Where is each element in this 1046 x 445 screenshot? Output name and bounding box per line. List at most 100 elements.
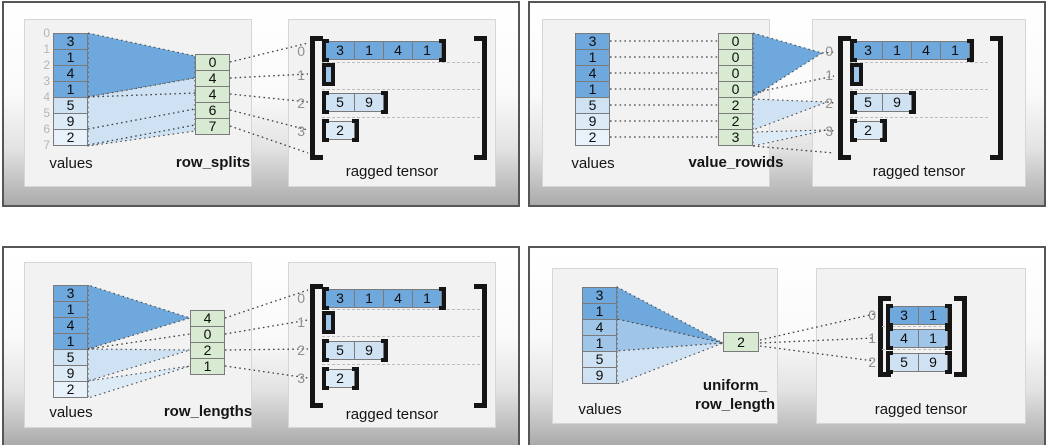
values-column: 3 1 4 1 5 9 2 xyxy=(575,33,610,146)
tensor-cell: 2 xyxy=(853,121,883,140)
value-rowids-column: 0 0 0 0 2 2 3 xyxy=(718,33,753,146)
row-index-label: 3 xyxy=(297,370,305,386)
bracket-right-icon xyxy=(352,367,359,390)
value-cell: 5 xyxy=(575,97,610,114)
row-separator xyxy=(850,89,988,90)
tensor-label: ragged tensor xyxy=(345,163,439,180)
method-cell: 0 xyxy=(718,65,753,82)
value-index-label: 6 xyxy=(43,122,50,136)
row-index-label: 3 xyxy=(825,123,833,139)
method-cell: 2 xyxy=(718,113,753,130)
bracket-left-icon xyxy=(322,39,329,62)
bracket-right-icon xyxy=(439,39,446,62)
row-index-label: 1 xyxy=(825,67,833,83)
tensor-row: 5 9 xyxy=(886,351,952,374)
tensor-row: 2 xyxy=(322,367,359,390)
value-cell: 1 xyxy=(582,335,617,352)
tensor-cell: 5 xyxy=(325,93,355,112)
tensor-row-empty xyxy=(322,311,335,334)
value-cell: 2 xyxy=(53,381,88,398)
row-index-label: 0 xyxy=(297,290,305,306)
bracket-left-icon xyxy=(322,287,329,310)
value-cell: 9 xyxy=(575,113,610,130)
tensor-cell: 4 xyxy=(383,289,413,308)
bracket-left-icon xyxy=(850,119,857,142)
quadrant-row-lengths: 3 1 4 1 5 9 2 4 0 2 1 values row_lengths… xyxy=(2,246,520,445)
method-label: row_splits xyxy=(175,154,251,171)
tensor-cell: 9 xyxy=(882,93,912,112)
tensor-cell: 1 xyxy=(354,289,384,308)
value-cell: 4 xyxy=(53,317,88,334)
row-separator xyxy=(322,62,480,63)
value-cell: 1 xyxy=(53,81,88,98)
tensor-cell: 9 xyxy=(918,353,948,372)
row-index-label: 0 xyxy=(868,307,876,323)
method-label: row_lengths xyxy=(163,403,253,420)
bracket-left-icon xyxy=(838,36,851,160)
method-cell: 0 xyxy=(195,54,230,71)
tensor-cell: 5 xyxy=(325,341,355,360)
value-cell: 3 xyxy=(53,33,88,50)
tensor-cell: 2 xyxy=(325,369,355,388)
tensor-row: 5 9 xyxy=(850,91,916,114)
tensor-cell: 1 xyxy=(882,41,912,60)
tensor-cell: 1 xyxy=(918,306,948,325)
row-index-label: 2 xyxy=(825,95,833,111)
tensor-row: 4 1 xyxy=(886,327,952,350)
values-label: values xyxy=(571,155,615,172)
value-cell: 9 xyxy=(53,113,88,130)
bracket-right-icon xyxy=(990,36,1003,160)
method-cell: 3 xyxy=(718,129,753,146)
row-separator xyxy=(322,336,480,337)
bracket-right-icon xyxy=(909,91,916,114)
bracket-left-icon xyxy=(310,36,323,160)
method-cell: 4 xyxy=(195,70,230,87)
quadrant-row-splits: 0 1 2 3 4 5 6 7 3 1 4 1 5 9 2 0 4 4 6 7 … xyxy=(2,1,520,207)
value-cell: 1 xyxy=(575,81,610,98)
value-cell: 9 xyxy=(582,367,617,384)
bracket-left-icon xyxy=(322,119,329,142)
values-column: 3 1 4 1 5 9 2 xyxy=(53,33,88,146)
tensor-cell: 1 xyxy=(940,41,970,60)
method-cell: 0 xyxy=(718,33,753,50)
value-index-label: 3 xyxy=(43,74,50,88)
bracket-left-icon xyxy=(850,91,857,114)
tensor-cell: 3 xyxy=(853,41,883,60)
bracket-left-icon xyxy=(850,39,857,62)
tensor-cell: 1 xyxy=(412,289,442,308)
value-cell: 3 xyxy=(53,285,88,302)
bracket-right-icon xyxy=(945,304,952,327)
tensor-cell: 5 xyxy=(853,93,883,112)
value-cell: 5 xyxy=(53,349,88,366)
value-cell: 3 xyxy=(582,287,617,304)
value-cell: 4 xyxy=(582,319,617,336)
tensor-cell: 1 xyxy=(412,41,442,60)
method-cell: 4 xyxy=(195,86,230,103)
bracket-right-icon xyxy=(328,63,335,86)
tensor-cell: 9 xyxy=(354,341,384,360)
uniform-row-length-cell: 2 xyxy=(723,332,759,352)
tensor-cell: 9 xyxy=(354,93,384,112)
row-index-label: 1 xyxy=(868,330,876,346)
row-lengths-column: 4 0 2 1 xyxy=(190,310,225,375)
values-label: values xyxy=(49,404,93,421)
method-cell: 0 xyxy=(718,49,753,66)
method-cell: 4 xyxy=(190,310,225,327)
value-index-label: 7 xyxy=(43,138,50,152)
tensor-row-empty xyxy=(850,63,863,86)
bracket-right-icon xyxy=(967,39,974,62)
bracket-left-icon xyxy=(850,63,857,86)
bracket-right-icon xyxy=(352,119,359,142)
method-label-line2: row_length xyxy=(694,396,775,413)
tensor-row: 5 9 xyxy=(322,339,388,362)
row-index-label: 3 xyxy=(297,123,305,139)
tensor-cell: 4 xyxy=(911,41,941,60)
tensor-cell: 4 xyxy=(383,41,413,60)
bracket-right-icon xyxy=(328,311,335,334)
method-cell: 7 xyxy=(195,118,230,135)
bracket-right-icon xyxy=(381,339,388,362)
value-cell: 1 xyxy=(53,301,88,318)
value-index-label: 1 xyxy=(43,42,50,56)
method-cell: 0 xyxy=(190,326,225,343)
